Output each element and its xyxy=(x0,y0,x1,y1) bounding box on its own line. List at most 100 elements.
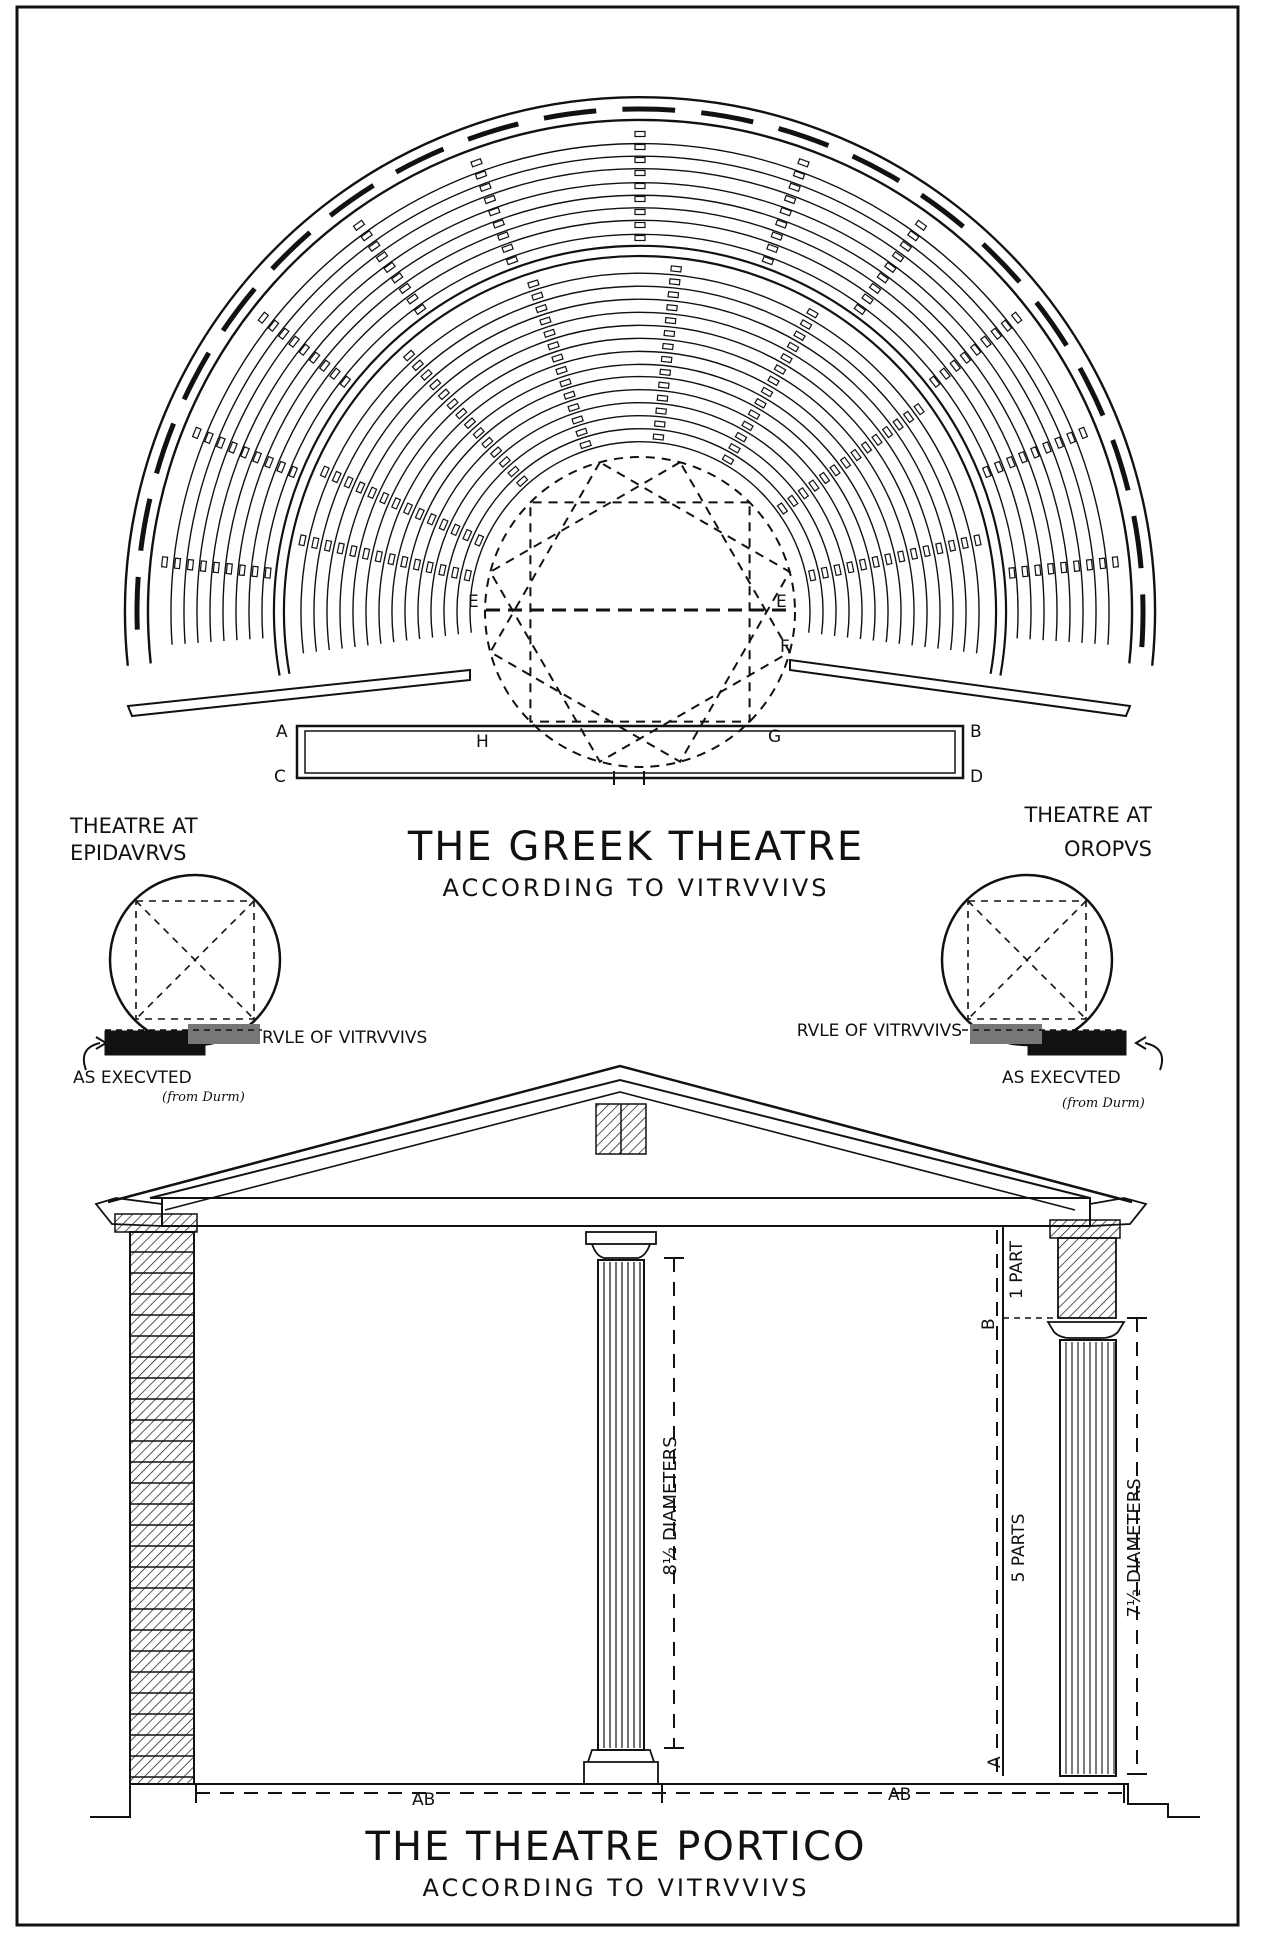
cavea-outer-wall xyxy=(146,118,1134,664)
portico-subtitle: ACCORDING TO VITRVVIVS xyxy=(422,1874,809,1902)
aisle-step xyxy=(531,291,544,301)
aisle-step xyxy=(228,441,238,454)
aisle-step xyxy=(414,507,425,521)
orchestra-construction-lines xyxy=(488,460,792,764)
point-h-label: H xyxy=(476,732,489,752)
aisle-step xyxy=(853,303,867,316)
aisle-step xyxy=(667,291,680,299)
aisle-step xyxy=(776,502,789,515)
seating-ring xyxy=(352,324,928,648)
right-pier-upper xyxy=(1057,1237,1117,1319)
aisle-step xyxy=(463,417,477,430)
aisle-step xyxy=(846,561,855,574)
aisle-step xyxy=(489,446,503,459)
aisle-step xyxy=(173,557,182,570)
aisle-step xyxy=(383,261,396,274)
outer-wall-block xyxy=(134,576,141,630)
aisle-step xyxy=(1010,311,1023,325)
aisle-step xyxy=(339,375,352,389)
outer-wall-block xyxy=(851,153,901,183)
aisle-step xyxy=(670,265,682,273)
construction-square xyxy=(529,501,751,723)
portico-title: THE THEATRE PORTICO xyxy=(365,1824,867,1870)
aisle-step xyxy=(797,157,810,168)
aisle-step xyxy=(390,497,402,510)
aisle-step xyxy=(575,427,588,437)
portico-elevation xyxy=(90,1064,1200,1818)
aisle-step xyxy=(267,319,280,333)
aisle-step xyxy=(1047,562,1055,575)
aisle-step xyxy=(652,433,665,441)
aisle-step xyxy=(858,558,868,571)
aisle-step xyxy=(793,330,806,342)
aisle-step xyxy=(861,293,874,305)
seating-rings xyxy=(123,95,1157,676)
aisle-step xyxy=(850,448,862,462)
aisle-step xyxy=(387,553,396,566)
aisle-step xyxy=(897,550,906,563)
aisle-step xyxy=(884,261,897,274)
outer-wall-block xyxy=(622,106,676,113)
seating-ring xyxy=(222,194,1058,642)
outer-wall-block xyxy=(700,110,754,125)
aisle-step xyxy=(922,544,931,558)
right-pier-capital xyxy=(1049,1219,1121,1239)
aisle-step xyxy=(906,230,920,242)
aisle-step xyxy=(543,328,556,338)
ground-line xyxy=(90,1783,1200,1818)
aisle-step xyxy=(993,460,1004,474)
aisle-step xyxy=(1021,565,1029,578)
aisle-step xyxy=(375,251,389,263)
epidaurus-source-label: (from Durm) xyxy=(162,1090,245,1105)
seating-ring xyxy=(417,389,863,640)
left-parodos-wall xyxy=(126,668,471,718)
epidaurus-rule-hatch xyxy=(188,1024,260,1044)
aisle-step xyxy=(276,460,287,474)
greek-theatre-plan xyxy=(123,95,1157,785)
aisle-step xyxy=(634,156,646,164)
aisle-step xyxy=(734,431,748,443)
aisle-step xyxy=(483,194,497,205)
aisle-step xyxy=(884,553,893,566)
point-g-label: G xyxy=(768,727,781,747)
aisle-step xyxy=(949,359,962,373)
aisle-step xyxy=(472,426,485,439)
left-pier-capital xyxy=(114,1213,198,1233)
aisle-step xyxy=(935,542,944,555)
stage-skene xyxy=(295,724,965,780)
aisle-step xyxy=(288,335,300,349)
aisle-step xyxy=(1005,455,1016,469)
outer-wall-block xyxy=(777,126,830,148)
aisle-step xyxy=(1000,319,1013,333)
aisle-step xyxy=(474,534,485,547)
aisle-step xyxy=(634,221,646,229)
seating-ring xyxy=(378,350,902,644)
point-e-left-label: E xyxy=(468,592,479,612)
aisle-step xyxy=(860,441,873,454)
right-column-label: 7½ DIAMETERS xyxy=(1124,1478,1145,1617)
span-left-label: AB xyxy=(412,1790,435,1810)
outer-wall-block xyxy=(394,146,445,175)
aisle-step xyxy=(783,194,797,205)
point-e-right-label: E xyxy=(776,592,787,612)
epidaurus-square xyxy=(135,900,255,1020)
aisle-step xyxy=(496,231,510,241)
aisle-step xyxy=(160,556,169,568)
aisle-step xyxy=(412,558,422,571)
aisle-step xyxy=(215,436,226,450)
aisle-step xyxy=(653,420,666,428)
aisle-step xyxy=(663,329,676,338)
aisle-step xyxy=(981,465,992,479)
epidaurus-arrow xyxy=(82,1042,101,1071)
oropus-title-line2: OROPVS xyxy=(1064,837,1152,861)
aisle-step xyxy=(277,327,290,341)
aisle-step xyxy=(374,550,383,563)
aisle-step xyxy=(411,359,425,372)
aisle-step xyxy=(240,446,250,459)
aisle-step xyxy=(331,470,342,484)
greek-theatre-title: THE GREEK THEATRE xyxy=(407,824,864,870)
aisle-step xyxy=(939,367,951,381)
aisle-step xyxy=(892,418,904,431)
aisle-step xyxy=(426,512,437,526)
outer-wall-block xyxy=(1077,366,1106,417)
